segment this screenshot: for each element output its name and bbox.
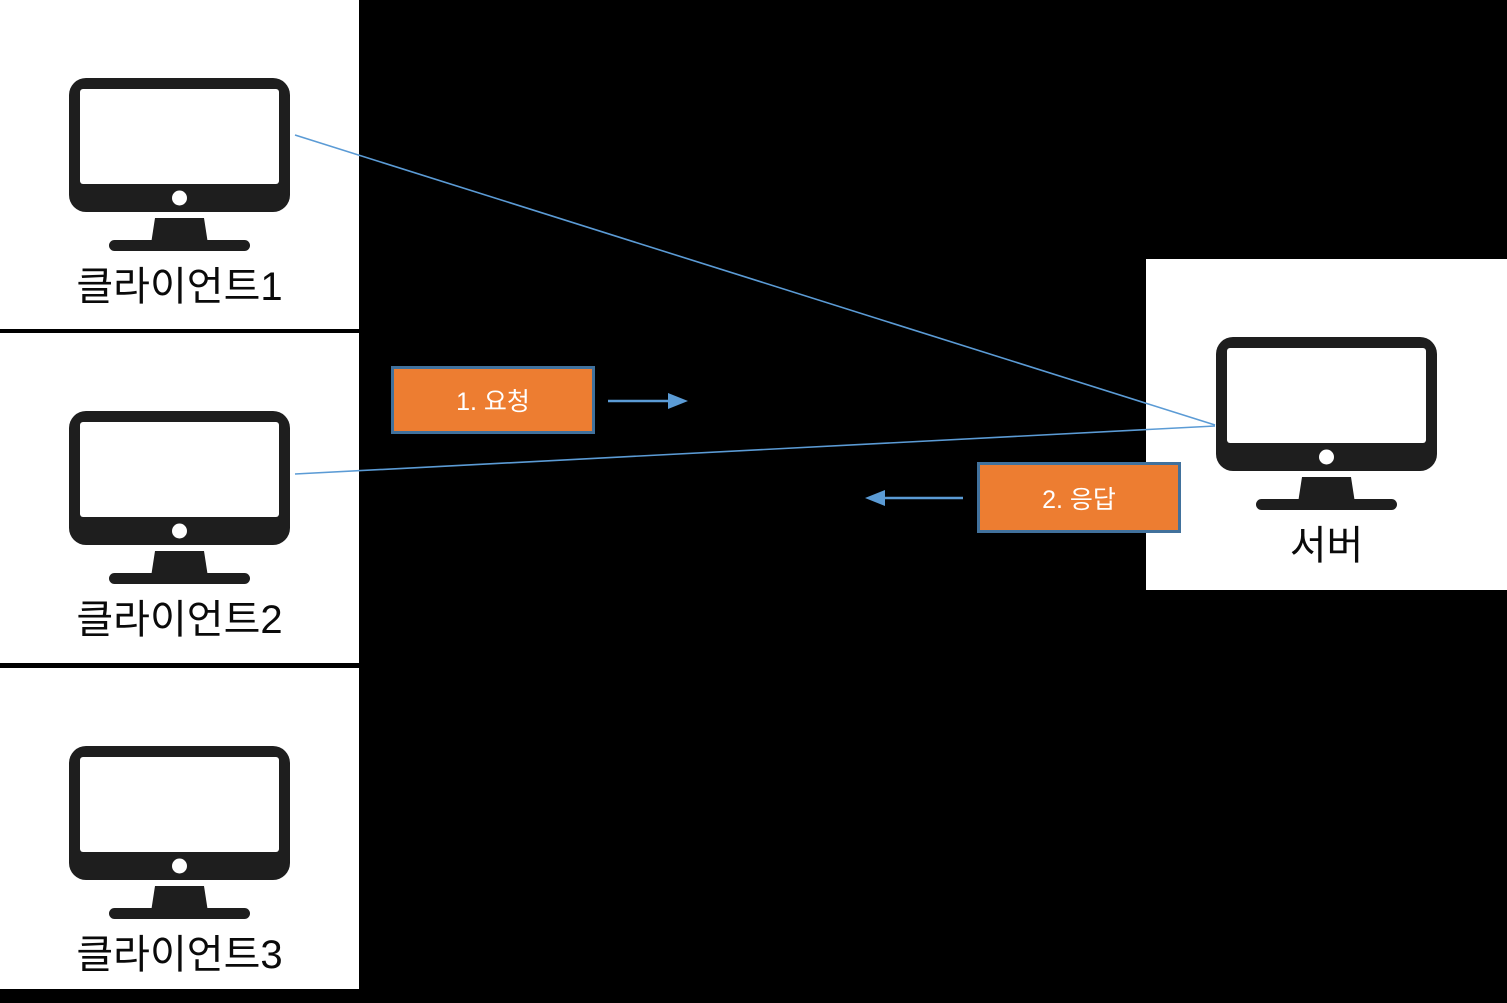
monitor-icon bbox=[69, 411, 290, 584]
request-box: 1. 요청 bbox=[391, 366, 595, 434]
client-3-card: 클라이언트3 bbox=[0, 668, 359, 989]
monitor-icon bbox=[69, 78, 290, 251]
server-card: 서버 bbox=[1146, 259, 1507, 590]
client-1-label: 클라이언트1 bbox=[76, 265, 283, 309]
monitor-icon bbox=[1216, 337, 1437, 510]
server-label: 서버 bbox=[1289, 524, 1364, 568]
client-3-label: 클라이언트3 bbox=[76, 933, 283, 977]
client-2-label: 클라이언트2 bbox=[76, 598, 283, 642]
request-arrow bbox=[608, 393, 688, 409]
response-box-label: 2. 응답 bbox=[1042, 485, 1116, 514]
request-box-label: 1. 요청 bbox=[456, 388, 530, 416]
response-box: 2. 응답 bbox=[977, 462, 1181, 533]
monitor-icon bbox=[69, 746, 290, 919]
client-1-card: 클라이언트1 bbox=[0, 0, 359, 329]
response-arrow bbox=[865, 490, 963, 506]
client-2-card: 클라이언트2 bbox=[0, 333, 359, 663]
